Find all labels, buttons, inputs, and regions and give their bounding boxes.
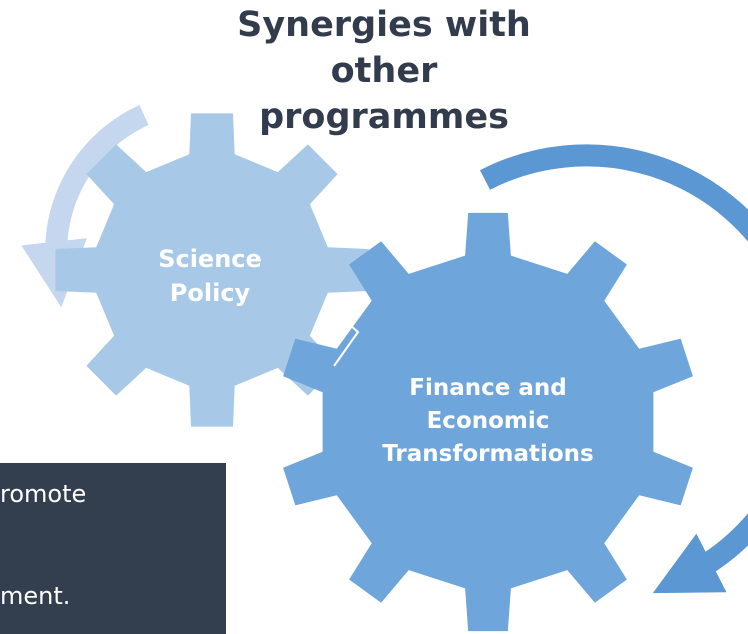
science-gear-label: Science Policy (140, 242, 280, 310)
science-gear (55, 113, 369, 427)
gear-overlap-outline (333, 317, 360, 367)
finance-gear (283, 212, 693, 632)
finance-label-line-1: Finance and (409, 375, 567, 401)
science-label-line-2: Policy (169, 279, 251, 307)
finance-gear-label: Finance and Economic Transformations (358, 372, 618, 471)
science-label-line-1: Science (158, 245, 262, 273)
text-panel: romote ment. (0, 463, 226, 634)
title-line-2: other programmes (259, 51, 509, 137)
science-cycle-arrow (21, 104, 149, 308)
finance-label-line-2: Economic (426, 408, 550, 434)
text-panel-line-1: romote (0, 480, 87, 508)
title-line-1: Synergies with (237, 5, 531, 45)
text-panel-line-2: ment. (0, 582, 71, 610)
finance-cycle-arrow (479, 144, 748, 594)
finance-label-line-3: Transformations (382, 441, 594, 467)
diagram-title: Synergies with other programmes (200, 2, 568, 140)
